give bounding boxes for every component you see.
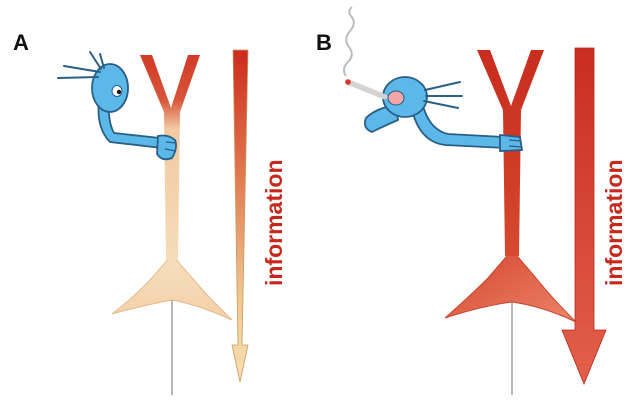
panel-a-label: A bbox=[13, 30, 29, 55]
panel-b: B information bbox=[316, 7, 627, 395]
character-b-hand bbox=[500, 135, 522, 151]
cigarette-ember bbox=[345, 79, 351, 85]
character-a-hand bbox=[157, 136, 176, 160]
panel-b-label: B bbox=[316, 30, 332, 55]
character-a bbox=[58, 52, 176, 159]
info-arrow-b-shape bbox=[562, 48, 606, 384]
neuron-b bbox=[445, 50, 576, 395]
character-b-cheek bbox=[388, 91, 404, 105]
info-arrow-a: information bbox=[232, 50, 287, 382]
info-arrow-b: information bbox=[562, 48, 627, 384]
character-b-hair bbox=[424, 82, 462, 108]
neuron-a bbox=[112, 55, 232, 395]
info-label-b: information bbox=[601, 160, 627, 287]
info-arrow-a-shape bbox=[232, 50, 248, 382]
panel-a: A information bbox=[13, 30, 287, 395]
character-b-arm bbox=[412, 106, 505, 148]
smoke bbox=[344, 7, 354, 76]
info-label-a: information bbox=[261, 160, 287, 287]
dendrite-b bbox=[477, 50, 544, 256]
soma-b bbox=[445, 250, 576, 322]
